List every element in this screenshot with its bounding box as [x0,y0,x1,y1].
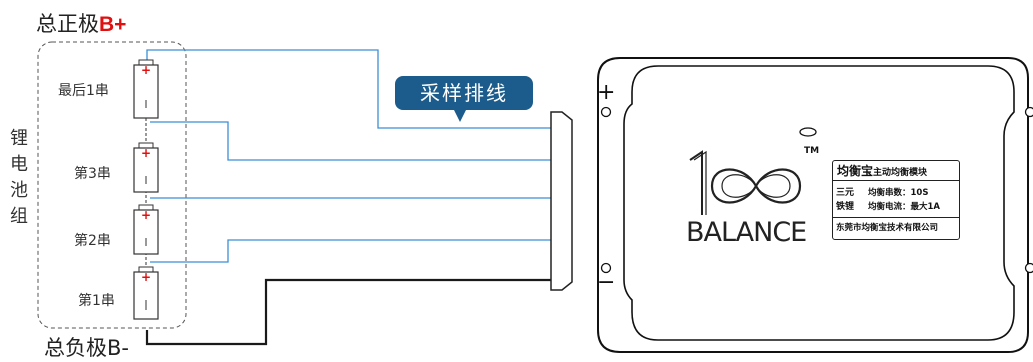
cell-last-plus-mark: + [141,63,151,77]
negative-terminal-label: 总负极B- [44,332,129,362]
cell-3-plus-mark: + [141,146,151,160]
nameplate-chem-ternary: 三元 [836,185,854,198]
sampling-harness-tag: 采样排线 [395,76,533,110]
negative-main-wire [147,280,551,344]
cell-last-label: 最后1串 [58,80,109,100]
nameplate-spec-current: 均衡电流：最大1A [868,200,940,212]
sampling-harness-tag-pointer [453,108,467,122]
cell-3-label: 第3串 [74,163,111,183]
cell-2-label: 第2串 [74,230,111,250]
mount-hole-top-left [602,108,611,117]
cell-2-plus-mark: + [141,208,151,222]
nameplate-chem-lfp: 铁锂 [836,199,854,212]
brand-logo-text: BALANCE [686,217,806,248]
module-minus-sign: − [597,270,615,295]
trademark-mark: TM [804,146,819,156]
nameplate-product: 均衡宝 [837,164,873,178]
nameplate-divider-bottom [833,217,959,218]
cell-1-label: 第1串 [78,290,115,310]
module-plus-sign: + [597,80,615,105]
cell-1-plus-mark: + [141,270,151,284]
positive-terminal-mark: B+ [99,13,126,36]
nameplate-divider-top [833,180,959,181]
nameplate-spec-series: 均衡串数：10S [868,186,928,198]
mount-hole-bottom-right [1026,264,1033,273]
harness-connector [551,112,572,290]
battery-pack-label: 锂电池组 [8,126,30,230]
product-nameplate: 均衡宝主动均衡模块 三元 铁锂 均衡串数：10S 均衡电流：最大1A 东莞市均衡… [832,160,960,240]
indicator-led [800,128,816,136]
sense-wire-4 [150,240,551,262]
nameplate-company: 东莞市均衡宝技术有限公司 [836,221,938,233]
balancer-module [598,58,1033,352]
positive-terminal-label: 总正极B+ [36,8,126,38]
mount-hole-top-right [1026,108,1033,117]
nameplate-subtitle: 主动均衡模块 [873,168,927,178]
nameplate-title: 均衡宝主动均衡模块 [837,162,927,179]
